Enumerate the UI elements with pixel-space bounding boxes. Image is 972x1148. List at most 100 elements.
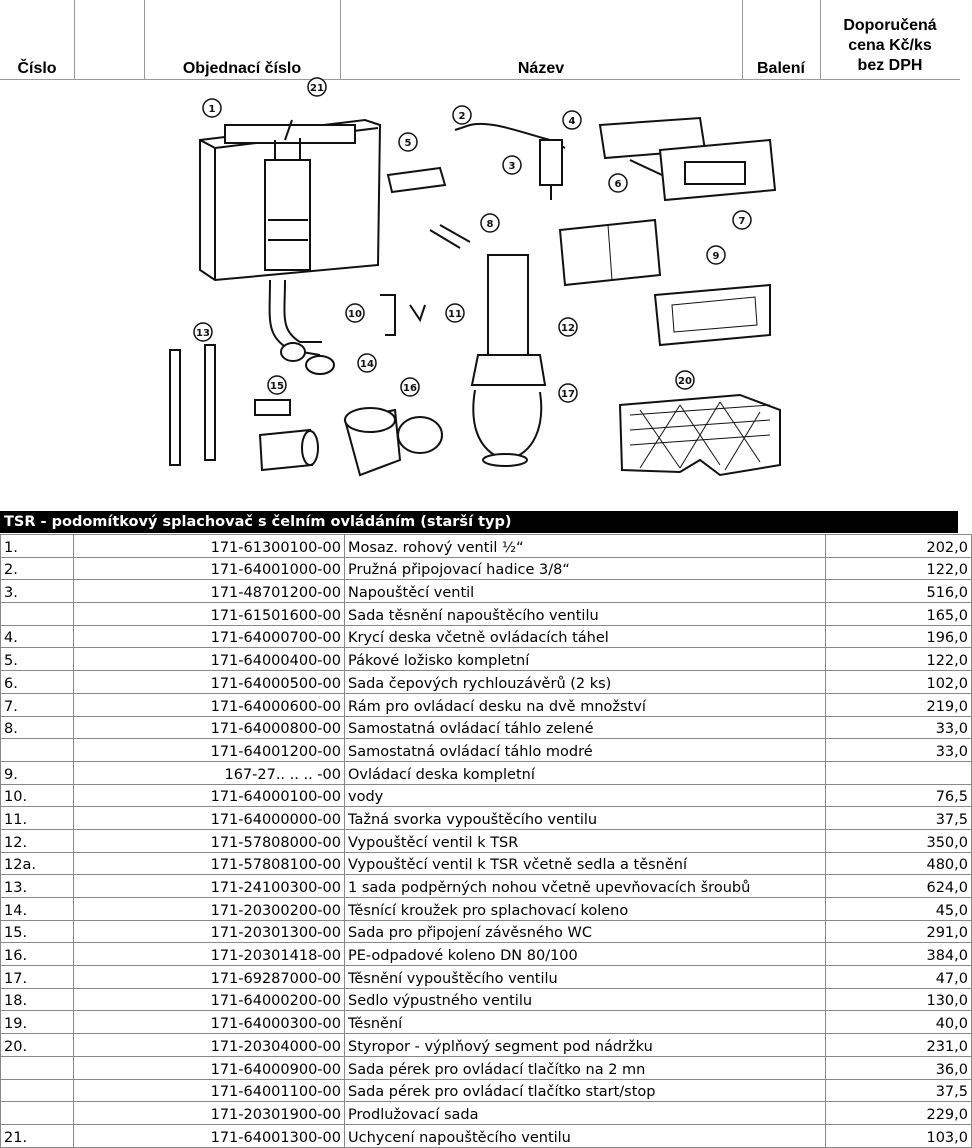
price-cell: 76,5 xyxy=(825,783,972,808)
callout-7: 7 xyxy=(732,210,752,230)
price-cell: 350,0 xyxy=(825,828,972,853)
price-cell: 384,0 xyxy=(825,942,972,967)
svg-text:11: 11 xyxy=(448,309,462,320)
part-number-cell: 10. xyxy=(0,783,74,808)
order-number-cell: 171-64000500-00 xyxy=(73,670,345,694)
svg-text:16: 16 xyxy=(403,383,417,394)
part-name-cell: PE-odpadové koleno DN 80/100 xyxy=(344,942,826,967)
part-name-cell: Sada čepových rychlouzávěrů (2 ks) xyxy=(344,670,826,694)
callout-20: 20 xyxy=(675,370,695,390)
price-cell: 122,0 xyxy=(825,647,972,672)
part-name-cell: Samostatná ovládací táhlo modré xyxy=(344,738,826,762)
part-name-cell: Mosaz. rohový ventil ½“ xyxy=(344,534,826,558)
part-number-cell: 17. xyxy=(0,965,74,989)
part-number-cell: 2. xyxy=(0,556,74,581)
order-number-cell: 171-64000800-00 xyxy=(73,715,345,740)
part-name-cell: Styropor - výplňový segment pod nádržku xyxy=(344,1033,826,1057)
price-cell: 103,0 xyxy=(825,1123,972,1148)
svg-text:3: 3 xyxy=(509,161,516,172)
order-number-cell: 171-64000200-00 xyxy=(73,987,345,1012)
callout-10: 10 xyxy=(345,303,365,323)
svg-text:13: 13 xyxy=(196,328,210,339)
part-name-cell: Sedlo výpustného ventilu xyxy=(344,987,826,1012)
order-number-cell: 171-64000300-00 xyxy=(73,1010,345,1035)
header-nazev-label: Název xyxy=(517,60,565,77)
part-number-cell: 15. xyxy=(0,919,74,944)
callout-6: 6 xyxy=(608,173,628,193)
part-name-cell: 1 sada podpěrných nohou včetně upevňovac… xyxy=(344,874,826,898)
part-number-cell: 16. xyxy=(0,942,74,967)
part-number-cell: 9. xyxy=(0,760,74,785)
callout-4: 4 xyxy=(562,110,582,130)
part-name-cell: Prodlužovací sada xyxy=(344,1101,826,1125)
header-objednaci-cislo: Objednací číslo xyxy=(144,0,341,80)
svg-text:4: 4 xyxy=(569,116,576,127)
price-cell: 219,0 xyxy=(825,692,972,717)
svg-text:14: 14 xyxy=(360,359,374,370)
part-name-cell: Napouštěcí ventil xyxy=(344,579,826,604)
price-cell: 165,0 xyxy=(825,602,972,626)
price-cell xyxy=(825,760,972,785)
order-number-cell: 171-57808000-00 xyxy=(73,828,345,853)
callout-8: 8 xyxy=(480,213,500,233)
svg-text:15: 15 xyxy=(270,381,284,392)
header-cislo: Číslo xyxy=(0,0,75,80)
part-name-cell: Uchycení napouštěcího ventilu xyxy=(344,1123,826,1148)
part-number-cell xyxy=(0,1101,74,1125)
svg-text:8: 8 xyxy=(487,219,494,230)
part-name-cell: Vypouštěcí ventil k TSR xyxy=(344,828,826,853)
part-name-cell: Vypouštěcí ventil k TSR včetně sedla a t… xyxy=(344,851,826,876)
part-name-cell: Pružná připojovací hadice 3/8“ xyxy=(344,556,826,581)
order-number-cell: 171-69287000-00 xyxy=(73,965,345,989)
order-number-cell: 167-27.. .. .. -00 xyxy=(73,760,345,785)
order-number-cell: 171-20301300-00 xyxy=(73,919,345,944)
callout-1: 1 xyxy=(202,98,222,118)
price-cell: 45,0 xyxy=(825,897,972,921)
order-number-cell: 171-57808100-00 xyxy=(73,851,345,876)
price-cell: 40,0 xyxy=(825,1010,972,1035)
svg-text:5: 5 xyxy=(405,138,412,149)
part-name-cell: Rám pro ovládací desku na dvě množství xyxy=(344,692,826,717)
header-cena: Doporučená cena Kč/ks bez DPH xyxy=(820,0,960,80)
price-cell: 130,0 xyxy=(825,987,972,1012)
svg-text:7: 7 xyxy=(739,216,746,227)
part-number-cell: 12. xyxy=(0,828,74,853)
part-name-cell: Pákové ložisko kompletní xyxy=(344,647,826,672)
part-number-cell: 21. xyxy=(0,1123,74,1148)
order-number-cell: 171-48701200-00 xyxy=(73,579,345,604)
header-objednaci-label: Objednací číslo xyxy=(182,60,302,77)
part-number-cell xyxy=(0,1078,74,1103)
part-name-cell: Sada pro připojení závěsného WC xyxy=(344,919,826,944)
price-cell: 37,5 xyxy=(825,806,972,830)
part-number-cell: 5. xyxy=(0,647,74,672)
callout-13: 13 xyxy=(193,322,213,342)
order-number-cell: 171-61501600-00 xyxy=(73,602,345,626)
callout-5: 5 xyxy=(398,132,418,152)
header-nazev: Název xyxy=(340,0,743,80)
price-cell: 196,0 xyxy=(825,624,972,649)
part-number-cell: 6. xyxy=(0,670,74,694)
svg-text:21: 21 xyxy=(310,83,324,94)
part-name-cell: Těsnění vypouštěcího ventilu xyxy=(344,965,826,989)
callout-9: 9 xyxy=(706,245,726,265)
part-name-cell: Sada pérek pro ovládací tlačítko na 2 mn xyxy=(344,1055,826,1080)
part-number-cell: 7. xyxy=(0,692,74,717)
part-number-cell: 12a. xyxy=(0,851,74,876)
header-cena-line2: cena Kč/ks xyxy=(848,37,932,54)
svg-text:12: 12 xyxy=(561,323,575,334)
